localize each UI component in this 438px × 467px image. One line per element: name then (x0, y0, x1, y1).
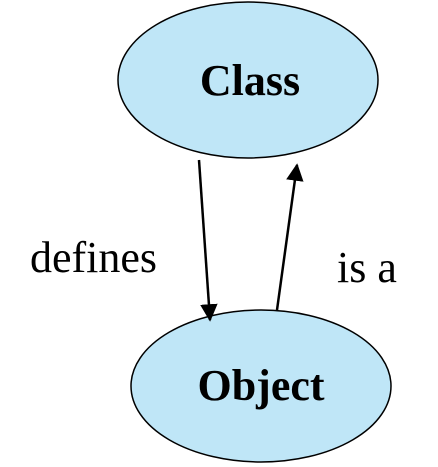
object-node-label: Object (197, 361, 324, 410)
class-node[interactable]: Class (117, 1, 379, 159)
object-node-ellipse (130, 309, 392, 463)
is-a-arrow (275, 163, 304, 311)
defines-label: defines (30, 233, 157, 282)
defines-arrow (197, 159, 218, 322)
is-a-label: is a (337, 243, 397, 292)
class-node-ellipse (117, 1, 379, 159)
class-node-label: Class (200, 56, 300, 105)
object-node[interactable]: Object (130, 309, 392, 463)
